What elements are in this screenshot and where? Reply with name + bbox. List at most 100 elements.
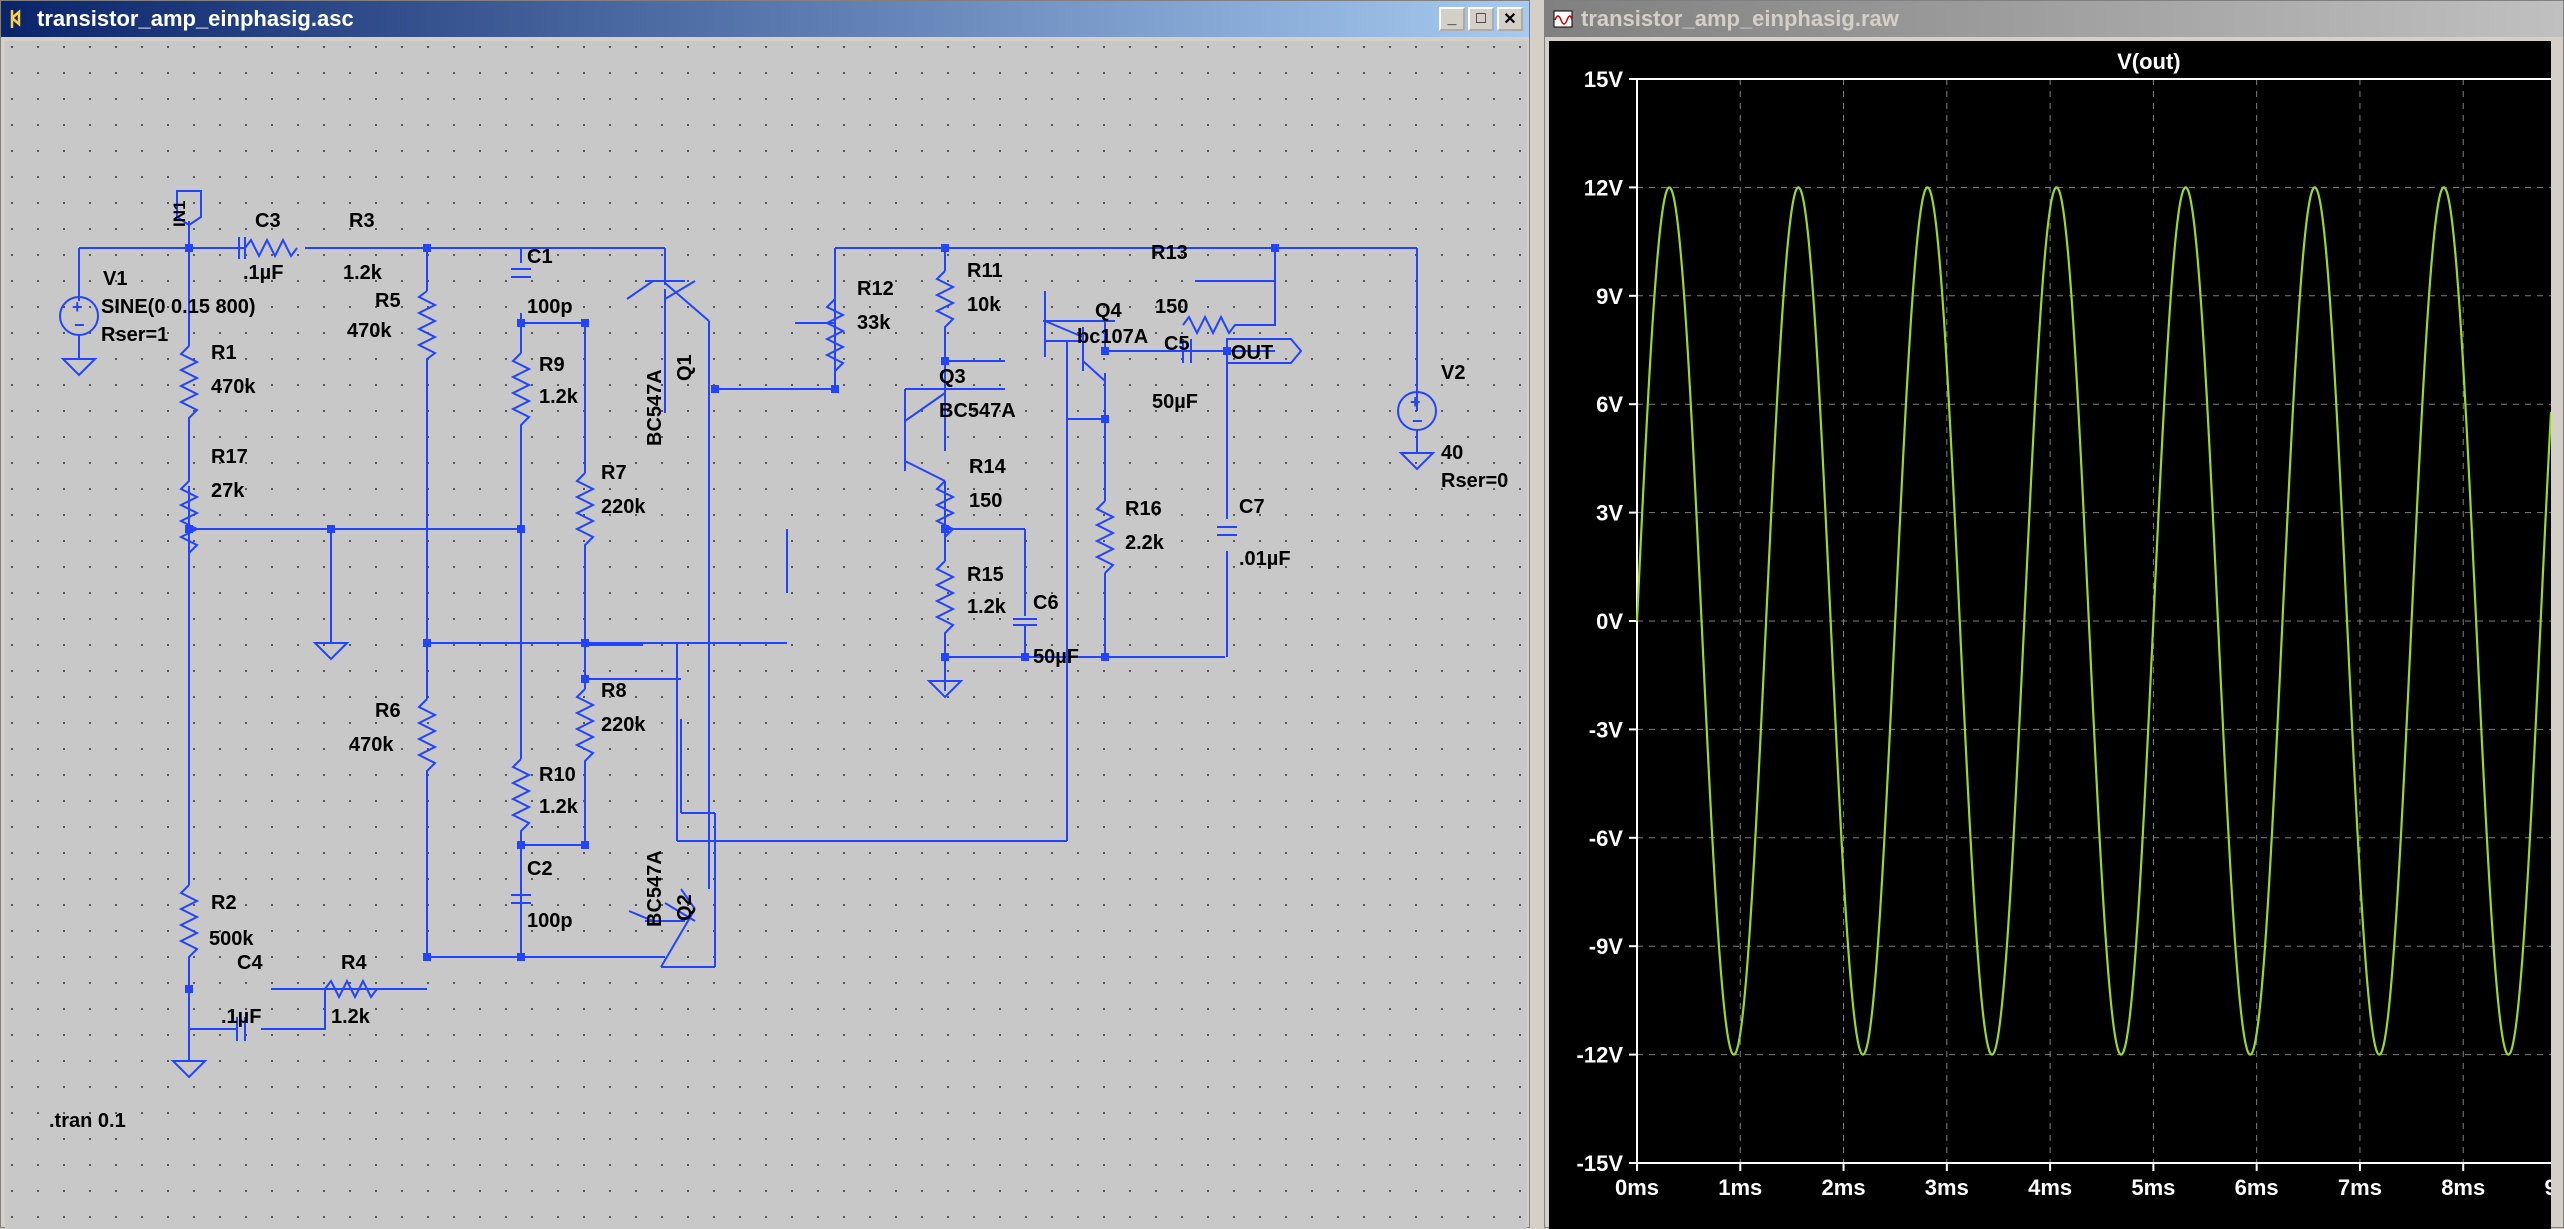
svg-text:R17: R17 (211, 446, 248, 468)
y-tick-label: 12V (1584, 175, 1623, 200)
resistor-R1 (178, 345, 200, 426)
resistor-R6 (416, 698, 438, 841)
y-tick-label: 0V (1596, 609, 1623, 634)
y-tick-label: -12V (1577, 1043, 1624, 1068)
schematic-titlebar[interactable]: transistor_amp_einphasig.asc _ □ ✕ (1, 1, 1529, 37)
capacitor-C6 (1013, 618, 1037, 626)
svg-text:Rser=1: Rser=1 (101, 324, 168, 346)
resistor-R3 (244, 237, 298, 259)
svg-text:500k: 500k (209, 928, 254, 950)
svg-text:470k: 470k (211, 376, 256, 398)
resistor-R4 (324, 978, 427, 1000)
svg-text:470k: 470k (349, 734, 394, 756)
svg-text:R10: R10 (539, 764, 576, 786)
transistor-Q1 (626, 280, 696, 341)
svg-text:100p: 100p (527, 296, 573, 318)
svg-text:BC547A: BC547A (644, 850, 666, 927)
x-tick-label: 3ms (1925, 1175, 1969, 1200)
svg-text:Q3: Q3 (939, 366, 966, 388)
y-tick-label: 3V (1596, 501, 1623, 526)
waveform-titlebar[interactable]: transistor_amp_einphasig.raw (1545, 1, 2563, 37)
capacitor-C7 (1217, 526, 1237, 536)
transistor-Q4 (1044, 320, 1106, 382)
close-button[interactable]: ✕ (1497, 7, 1523, 31)
resistor-R16 (1094, 500, 1116, 574)
resistor-R13 (1182, 273, 1276, 336)
voltage-source-V2[interactable]: + − (1397, 391, 1437, 471)
resistors (178, 237, 1276, 1030)
y-tick-label: 9V (1596, 284, 1623, 309)
ltspice-schematic-icon (10, 9, 21, 28)
ground-symbols (170, 627, 964, 1079)
resistor-R12 (824, 298, 846, 389)
resistor-R5 (416, 290, 438, 401)
svg-text:150: 150 (1155, 296, 1188, 318)
capacitors (236, 237, 1237, 1041)
resistor-R10 (510, 758, 532, 859)
svg-text:1.2k: 1.2k (967, 596, 1007, 618)
maximize-button[interactable]: □ (1468, 7, 1494, 31)
y-tick-label: 6V (1596, 392, 1623, 417)
voltage-source-V1[interactable]: + − (59, 296, 99, 377)
svg-text:+: + (72, 297, 83, 317)
component-labels: V1 SINE(0 0.15 800) Rser=1 C3 .1µF R3 1.… (101, 210, 1508, 1028)
svg-text:R14: R14 (969, 456, 1007, 478)
x-tick-label: 2ms (1822, 1175, 1866, 1200)
svg-text:+: + (1410, 392, 1421, 412)
svg-text:R8: R8 (601, 680, 627, 702)
minimize-button[interactable]: _ (1439, 7, 1465, 31)
svg-text:Q2: Q2 (674, 894, 696, 921)
transistors (626, 280, 1106, 922)
svg-text:C2: C2 (527, 858, 553, 880)
x-tick-label: 1ms (1718, 1175, 1762, 1200)
svg-text:1.2k: 1.2k (331, 1006, 371, 1028)
svg-text:BC547A: BC547A (939, 400, 1016, 422)
net-label-out[interactable]: OUT (1226, 338, 1303, 364)
svg-text:Q1: Q1 (674, 354, 696, 381)
capacitor-C4 (236, 1017, 246, 1041)
transistor-Q3 (904, 392, 946, 482)
waveform-window-title: transistor_amp_einphasig.raw (1581, 6, 1899, 31)
resistor-R11 (934, 270, 956, 341)
svg-text:R6: R6 (375, 700, 401, 722)
svg-text:R16: R16 (1125, 498, 1162, 520)
svg-text:R7: R7 (601, 462, 627, 484)
schematic-window[interactable]: transistor_amp_einphasig.asc _ □ ✕ (0, 0, 1530, 1229)
x-tick-label: 6ms (2235, 1175, 2279, 1200)
schematic-window-title: transistor_amp_einphasig.asc (37, 6, 354, 31)
svg-text:R9: R9 (539, 354, 565, 376)
x-tick-label: 9ms (2544, 1175, 2551, 1200)
schematic-canvas[interactable]: + − + − IN1 OUT V1 S (5, 41, 1527, 1229)
x-tick-label: 5ms (2131, 1175, 2175, 1200)
x-tick-label: 4ms (2028, 1175, 2072, 1200)
svg-text:V1: V1 (103, 268, 127, 290)
schematic-wires (78, 221, 1418, 1061)
plot-grid (1637, 79, 2551, 1163)
spice-directive[interactable]: .tran 0.1 (49, 1110, 126, 1132)
trace-label-v-out[interactable]: V(out) (2117, 49, 2181, 74)
svg-text:C3: C3 (255, 210, 281, 232)
svg-text:R4: R4 (341, 952, 367, 974)
waveform-window[interactable]: transistor_amp_einphasig.raw 15V 12V 9V 6V 3… (1544, 0, 2564, 1229)
y-tick-label: 15V (1584, 67, 1623, 92)
svg-text:220k: 220k (601, 496, 646, 518)
svg-text:V2: V2 (1441, 362, 1465, 384)
svg-text:R5: R5 (375, 290, 401, 312)
trace-v-out[interactable] (1635, 186, 2551, 1056)
svg-text:R13: R13 (1151, 242, 1188, 264)
resistor-R15 (934, 560, 956, 649)
x-tick-label: 8ms (2441, 1175, 2485, 1200)
svg-text:R15: R15 (967, 564, 1004, 586)
svg-text:2.2k: 2.2k (1125, 532, 1165, 554)
svg-text:C6: C6 (1033, 592, 1059, 614)
svg-text:BC547A: BC547A (644, 369, 666, 446)
net-label-in[interactable]: IN1 (170, 190, 202, 227)
svg-text:C7: C7 (1239, 496, 1265, 518)
x-axis-ticks: 0ms 1ms 2ms 3ms 4ms 5ms 6ms 7ms 8ms 9ms (1615, 1163, 2551, 1200)
y-tick-label: -3V (1589, 717, 1624, 742)
x-tick-label: 0ms (1615, 1175, 1659, 1200)
svg-text:C1: C1 (527, 246, 553, 268)
x-tick-label: 7ms (2338, 1175, 2382, 1200)
